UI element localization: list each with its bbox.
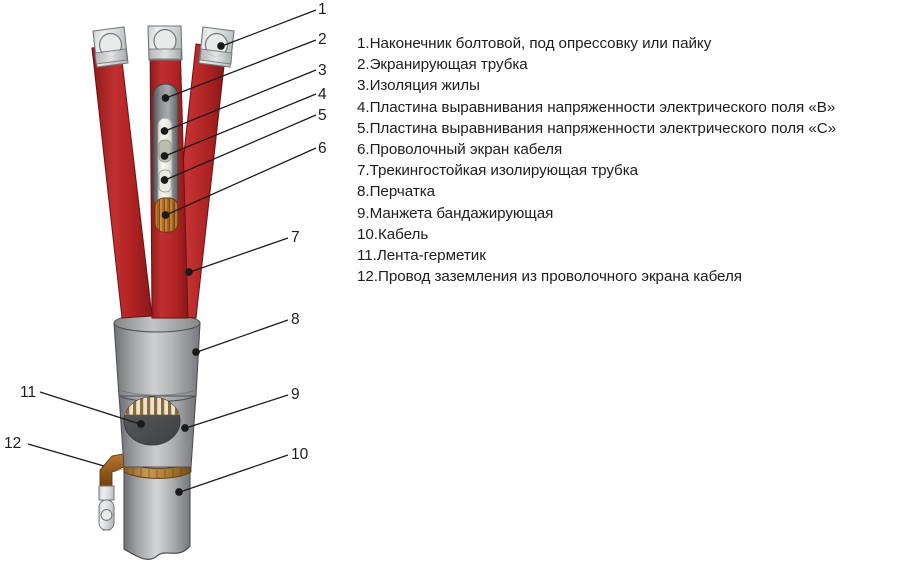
legend-item: 1.Наконечник болтовой, под опрессовку ил… <box>357 35 712 52</box>
callout-number: 9 <box>291 386 300 403</box>
legend-item: 3.Изоляция жилы <box>357 77 480 95</box>
callout-number: 7 <box>291 229 300 246</box>
tracking-tube-left <box>91 43 153 319</box>
leader-lines <box>27 9 317 496</box>
callout-number: 12 <box>4 435 22 452</box>
callout-number: 8 <box>291 311 300 328</box>
callout-number: 5 <box>318 107 327 124</box>
legend-item: 11.Лента-герметик <box>357 247 486 265</box>
legend-item: 2.Экранирующая трубка <box>357 56 528 74</box>
sealing-tape <box>124 397 180 415</box>
legend-item: 7.Трекингостойкая изолирующая трубка <box>357 162 639 180</box>
callout-number: 11 <box>20 384 37 401</box>
legend-list: 1.Наконечник болтовой, под опрессовку ил… <box>357 33 897 287</box>
legend-item: 5.Пластина выравнивания напряженности эл… <box>357 119 837 137</box>
legend-item: 12.Провод заземления из проволочного экр… <box>357 268 742 286</box>
bolted-lug-right <box>198 26 235 68</box>
tracking-tube-middle <box>149 39 189 319</box>
callout-number: 1 <box>318 1 327 18</box>
callout-number: 10 <box>291 446 309 463</box>
ground-terminal-lug <box>98 485 115 531</box>
inspection-window <box>123 396 181 446</box>
callout-number: 3 <box>318 62 327 79</box>
cable-termination-illustration: 1 2 3 4 5 6 7 8 9 10 11 12 <box>0 0 360 567</box>
bolted-lug-middle <box>147 25 183 61</box>
callout-number: 4 <box>318 86 327 103</box>
legend-item: 6.Проволочный экран кабеля <box>357 141 563 159</box>
legend-item: 8.Перчатка <box>357 183 436 201</box>
legend-item: 10.Кабель <box>357 225 429 243</box>
termination-svg <box>27 9 317 560</box>
callout-number: 2 <box>318 31 327 48</box>
cable-body <box>123 465 191 560</box>
legend-item: 9.Манжета бандажирующая <box>357 204 554 222</box>
callout-number: 6 <box>318 140 327 157</box>
bolted-lug-left <box>92 26 129 68</box>
legend-item: 4.Пластина выравнивания напряженности эл… <box>357 98 836 116</box>
glove-body <box>113 313 201 397</box>
